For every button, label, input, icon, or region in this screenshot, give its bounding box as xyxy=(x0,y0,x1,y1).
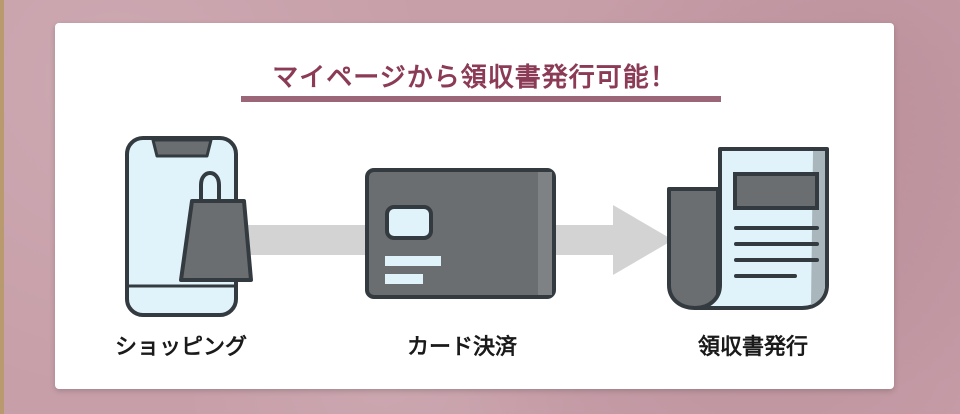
credit-card-icon xyxy=(365,168,556,299)
connector-bar xyxy=(245,225,367,255)
left-edge-stripe xyxy=(0,0,4,414)
smartphone-shopping-bag-icon xyxy=(125,136,253,317)
arrow-right-icon xyxy=(555,205,673,275)
info-panel: マイページから領収書発行可能！ xyxy=(55,23,894,389)
flow-diagram xyxy=(125,136,829,317)
receipt-document-icon xyxy=(667,147,829,310)
step-label-receipt-issue: 領収書発行 xyxy=(697,335,809,360)
step-label-card-payment: カード決済 xyxy=(406,335,518,360)
step-label-shopping: ショッピング xyxy=(114,335,248,360)
headline: マイページから領収書発行可能！ xyxy=(272,63,677,93)
headline-underline xyxy=(241,96,721,102)
